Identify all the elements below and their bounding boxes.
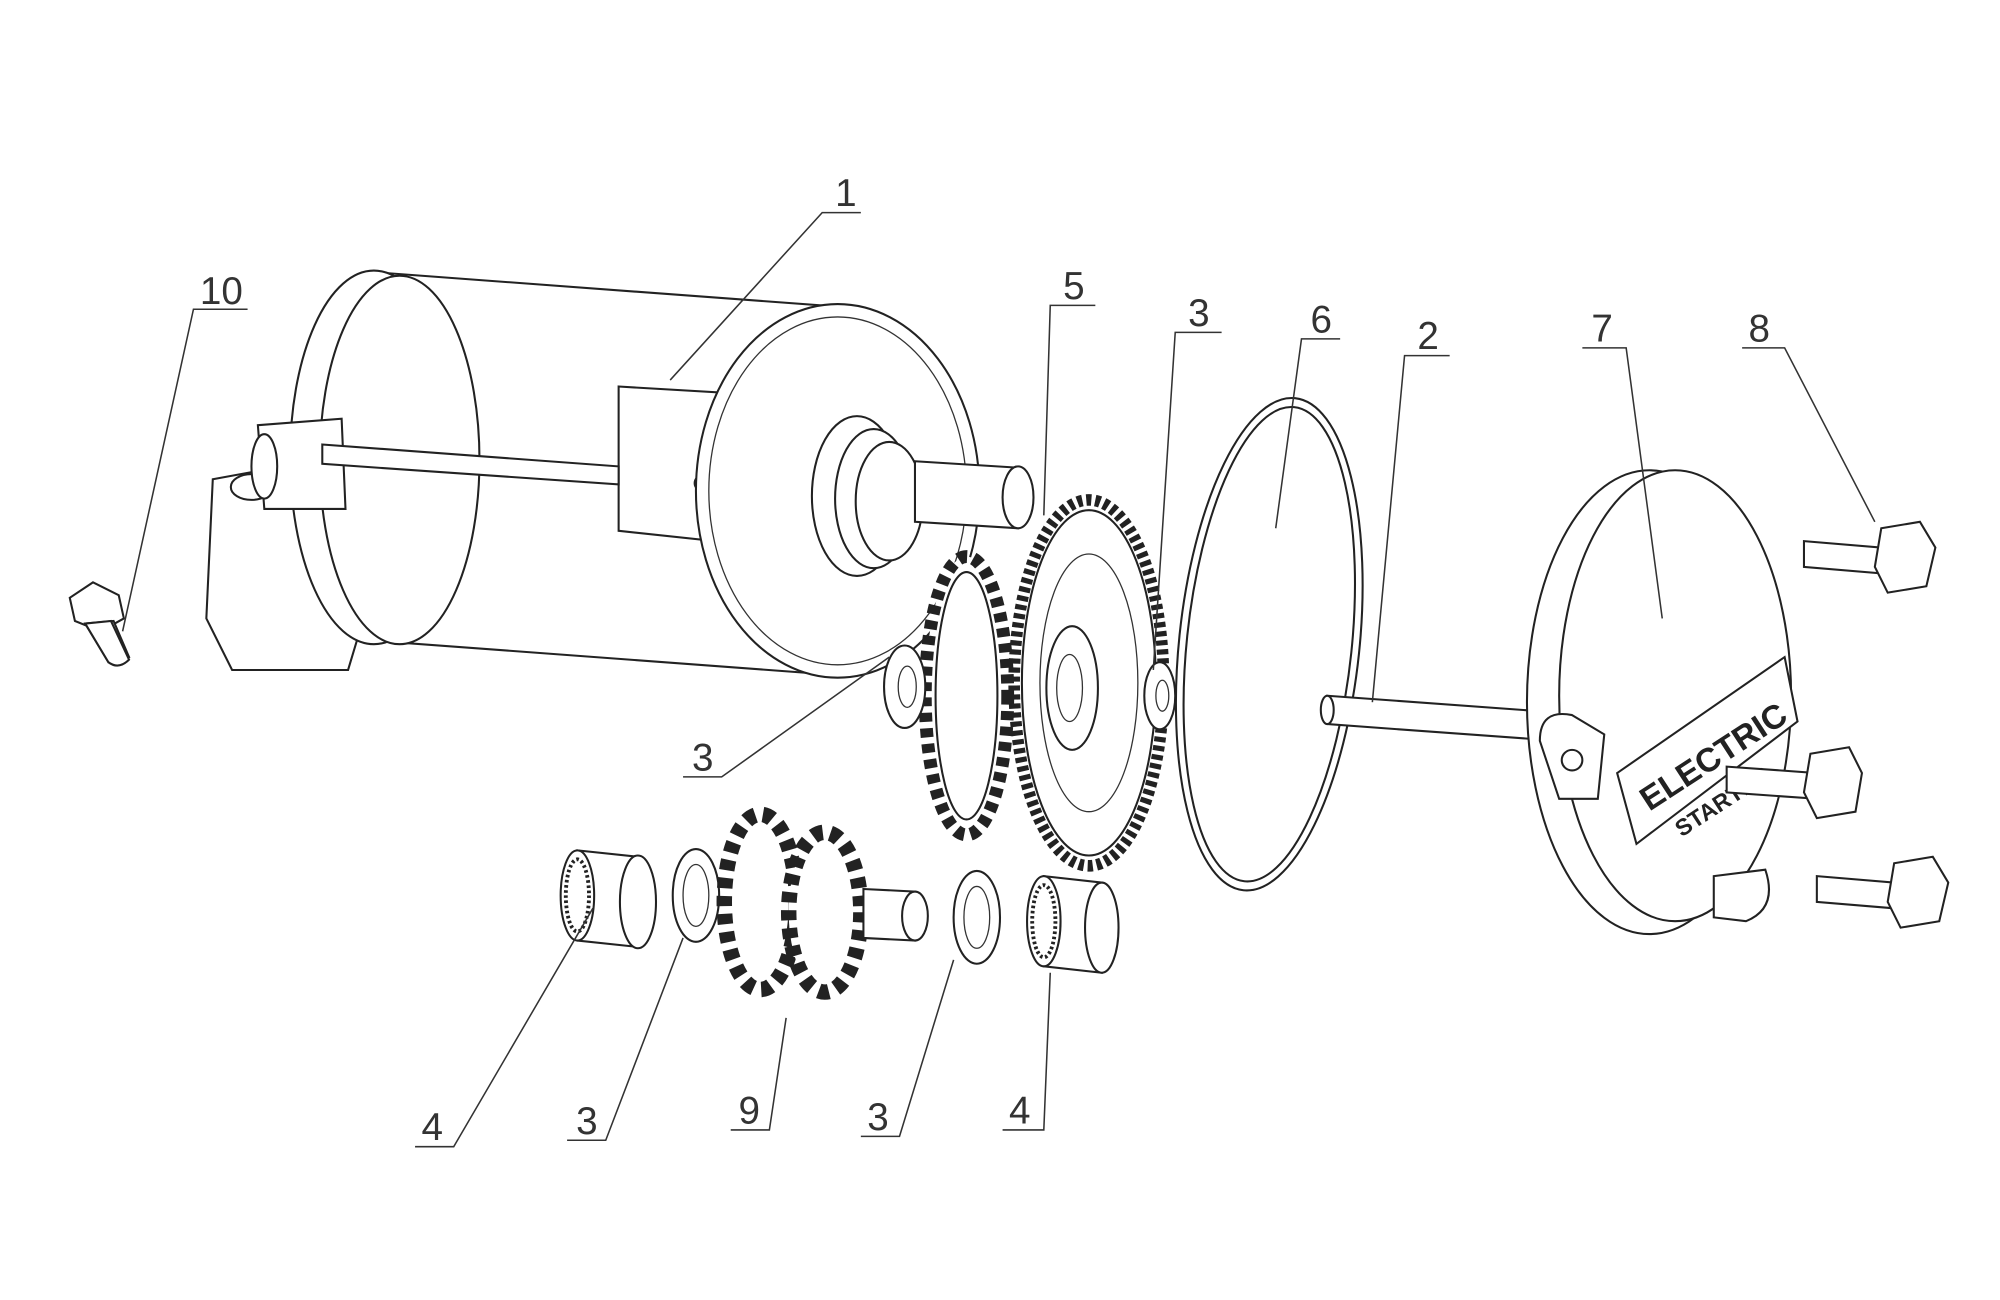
part-washer-3-bottom-right — [952, 869, 1002, 965]
callout-4-left: 4 — [415, 907, 594, 1149]
washer-hole — [682, 863, 710, 928]
callout-label: 6 — [1311, 298, 1333, 341]
callout-3-top: 3 — [1152, 292, 1222, 671]
callout-4-right: 4 — [1002, 972, 1052, 1132]
bolt-10-shank — [83, 619, 131, 667]
callout-label: 9 — [738, 1089, 760, 1132]
callout-label: 2 — [1417, 315, 1439, 358]
callout-6: 6 — [1274, 298, 1341, 529]
part-idler-gear-9 — [716, 806, 929, 1000]
part-bolts-8 — [1725, 520, 1950, 929]
part-washer-3-left — [883, 644, 927, 729]
part-reduction-gear-5 — [918, 494, 1170, 872]
callout-7: 7 — [1582, 307, 1664, 619]
part-cover-7: ELECTRIC STARTER — [1525, 469, 1799, 936]
callout-10: 10 — [121, 270, 248, 632]
callout-label: 4 — [1009, 1089, 1030, 1132]
callout-1: 1 — [669, 172, 861, 381]
washer-hole — [963, 885, 991, 949]
part-washer-3-top — [1143, 661, 1177, 731]
callout-2: 2 — [1371, 315, 1450, 703]
washer-hole — [1155, 679, 1170, 712]
washer-hole — [897, 665, 917, 708]
callout-3-bottom-left: 3 — [567, 937, 684, 1143]
callout-label: 7 — [1591, 307, 1613, 350]
part-shaft-2 — [1319, 694, 1541, 741]
callout-label: 8 — [1749, 307, 1770, 350]
callout-label: 3 — [576, 1100, 598, 1143]
part-starter-motor-1 — [205, 269, 1035, 679]
callout-9: 9 — [730, 1017, 787, 1132]
callout-label: 4 — [422, 1106, 444, 1149]
callout-5: 5 — [1043, 265, 1096, 516]
callout-label: 5 — [1063, 265, 1085, 308]
callout-8: 8 — [1742, 307, 1876, 523]
part-o-ring-6 — [1174, 396, 1364, 892]
callout-label: 10 — [200, 270, 243, 313]
part-needle-bearing-4-right — [1026, 874, 1120, 974]
callout-label: 3 — [867, 1096, 889, 1139]
callout-3-bottom-right: 3 — [860, 959, 955, 1139]
part-needle-bearing-4-left — [559, 849, 658, 950]
callout-label: 3 — [692, 736, 714, 779]
callout-label: 3 — [1188, 292, 1210, 335]
callout-3-left: 3 — [683, 656, 890, 779]
callout-label: 1 — [835, 172, 857, 215]
part-washer-3-bottom-left — [671, 848, 721, 943]
